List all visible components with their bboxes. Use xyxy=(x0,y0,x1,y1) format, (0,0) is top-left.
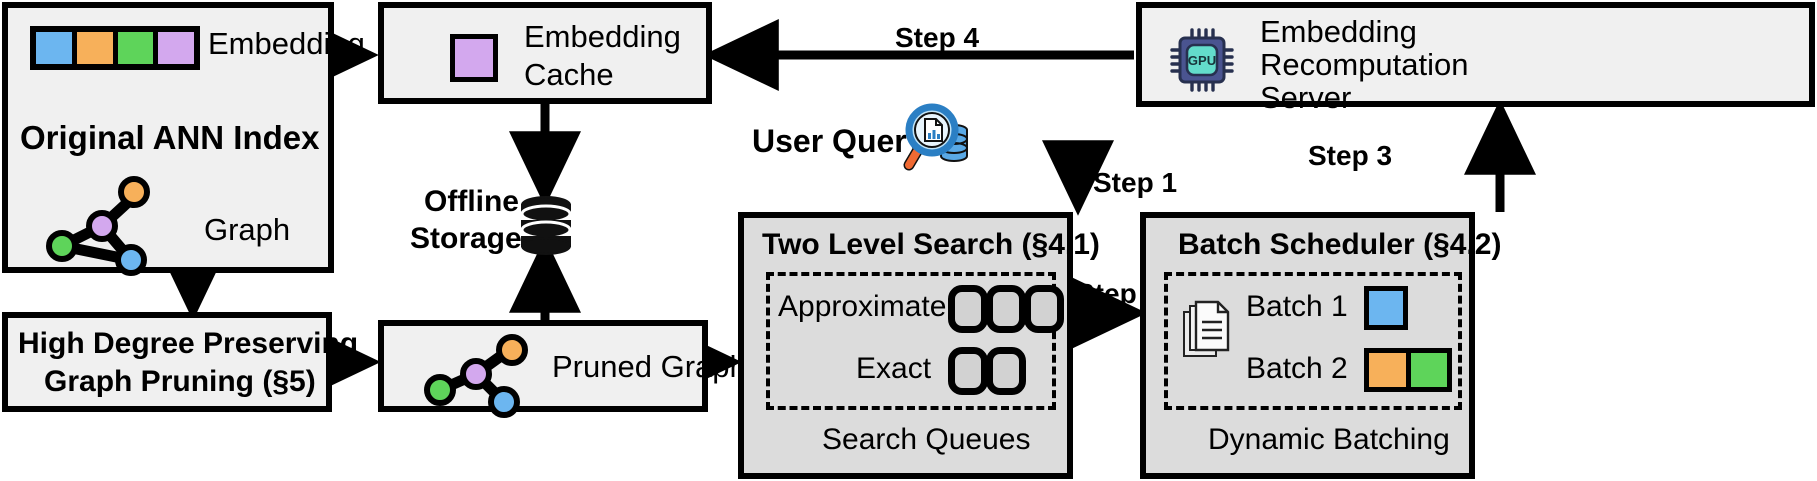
batch-2-cell xyxy=(1369,353,1411,387)
batch-2-label: Batch 2 xyxy=(1246,352,1348,385)
pruned-graph-label: Pruned Graph xyxy=(552,349,747,384)
search-queues-footer: Search Queues xyxy=(822,423,1031,456)
embedding-cache-line2: Cache xyxy=(524,57,614,92)
graph-pruning-line1: High Degree Preserving xyxy=(18,327,359,360)
gpu-chip-icon: GPU xyxy=(1170,28,1234,92)
embedding-cache-line1: Embedding xyxy=(524,19,681,54)
exact-row-label: Exact xyxy=(856,352,932,385)
database-icon xyxy=(520,196,572,255)
embedding-strip xyxy=(30,26,200,70)
recomputation-server-line1: Embedding xyxy=(1260,14,1417,49)
exact-slot[interactable] xyxy=(986,347,1026,395)
panel-recomputation-server: GPU Embedding Recomputation Server xyxy=(1136,2,1815,115)
pruned-node-purple xyxy=(460,358,492,390)
graph-node-blue xyxy=(115,244,147,276)
offline-storage-line2: Storage xyxy=(410,222,522,255)
user-query-label: User Query xyxy=(752,123,925,159)
two-level-search-title: Two Level Search (§4.1) xyxy=(762,228,1100,261)
panel-embedding-cache: Embedding Cache xyxy=(378,2,712,104)
dynamic-batching-footer: Dynamic Batching xyxy=(1208,423,1450,456)
step-4-label: Step 4 xyxy=(895,22,980,53)
batch-1-label: Batch 1 xyxy=(1246,290,1348,323)
recomputation-server-line3: Server xyxy=(1260,80,1352,115)
panel-graph-pruning: High Degree Preserving Graph Pruning (§5… xyxy=(2,312,358,412)
batch-2-cell xyxy=(1410,353,1447,387)
search-queues-group: Approximate Exact xyxy=(766,272,1064,410)
documents-icon xyxy=(1183,300,1230,357)
pruned-node-green xyxy=(424,374,456,406)
dynamic-batching-group: Batch 1 Batch 2 xyxy=(1164,272,1462,410)
embedding-cache-swatch xyxy=(450,34,498,82)
graph-pruning-line2: Graph Pruning (§5) xyxy=(44,365,316,398)
embedding-cell xyxy=(158,32,194,64)
step-1-label: Step 1 xyxy=(1093,167,1178,198)
approximate-slot[interactable] xyxy=(986,285,1026,333)
graph-node-purple xyxy=(86,210,118,242)
panel-pruned-graph: Pruned Graph xyxy=(378,320,747,418)
step-3-label: Step 3 xyxy=(1308,140,1393,171)
pruned-node-blue xyxy=(488,386,520,418)
approximate-slot[interactable] xyxy=(1024,285,1064,333)
panel-two-level-search: Two Level Search (§4.1) Approximate Exac… xyxy=(738,212,1100,479)
embedding-cell xyxy=(36,32,77,64)
approximate-row-label: Approximate xyxy=(778,290,947,323)
approximate-slot[interactable] xyxy=(948,285,988,333)
graph-node-orange xyxy=(118,176,150,208)
graph-node-green xyxy=(46,230,78,262)
query-search-database-icon xyxy=(903,103,968,171)
batch-scheduler-title: Batch Scheduler (§4.2) xyxy=(1178,228,1502,261)
recomputation-server-line2: Recomputation xyxy=(1260,47,1469,82)
pruned-node-orange xyxy=(496,334,528,366)
gpu-icon-text: GPU xyxy=(1188,53,1216,68)
batch-2-cells xyxy=(1364,348,1452,392)
panel-batch-scheduler: Batch Scheduler (§4.2) Batch 1 Batch 2 xyxy=(1140,212,1501,479)
embedding-cell xyxy=(76,32,118,64)
ann-index-title: Original ANN Index xyxy=(20,119,320,156)
panel-original-ann-index: Embedding Original ANN Index Graph xyxy=(2,2,365,276)
batch-1-cell xyxy=(1364,286,1408,330)
exact-slot[interactable] xyxy=(948,347,988,395)
embedding-cell xyxy=(117,32,159,64)
offline-storage-line1: Offline xyxy=(424,185,519,218)
graph-label: Graph xyxy=(204,212,291,247)
embedding-label: Embedding xyxy=(208,26,365,61)
